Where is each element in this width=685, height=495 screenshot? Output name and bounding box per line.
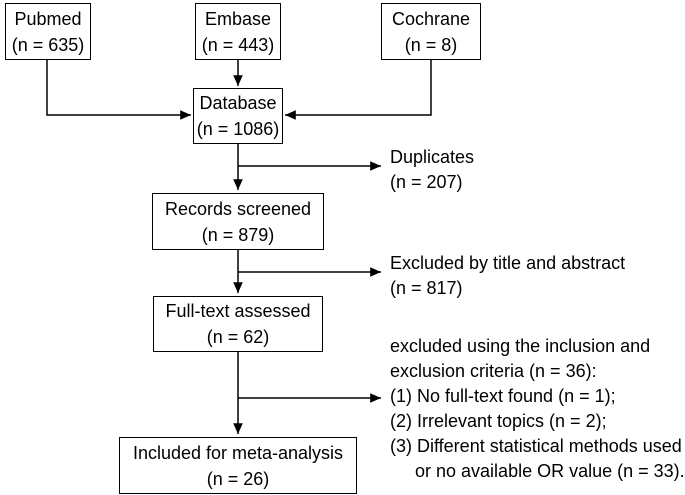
excluded-title-note: Excluded by title and abstract (n = 817) xyxy=(390,251,625,301)
database-box: Database (n = 1086) xyxy=(193,88,283,144)
database-label: Database xyxy=(199,93,277,113)
excluded-criteria-line-1: excluded using the inclusion and xyxy=(390,336,651,356)
excluded-criteria-line-4: (2) Irrelevant topics (n = 2); xyxy=(390,411,607,431)
records-screened-label: Records screened xyxy=(164,198,312,219)
cochrane-count: (n = 8) xyxy=(404,34,458,55)
excluded-title-count: (n = 817) xyxy=(390,278,463,298)
pubmed-label: Pubmed xyxy=(14,8,82,29)
excluded-criteria-note: excluded using the inclusion and exclusi… xyxy=(390,334,685,484)
fulltext-label: Full-text assessed xyxy=(165,301,311,321)
records-screened-count: (n = 879) xyxy=(201,224,275,245)
excluded-title-label: Excluded by title and abstract xyxy=(390,253,626,273)
database-count: (n = 1086) xyxy=(196,119,280,139)
cochrane-box: Cochrane (n = 8) xyxy=(381,3,481,60)
excluded-criteria-line-5: (3) Different statistical methods used xyxy=(390,436,682,456)
embase-box: Embase (n = 443) xyxy=(195,3,281,60)
excluded-criteria-line-2: exclusion criteria (n = 36): xyxy=(390,361,597,381)
arrow-pubmed-to-database xyxy=(46,60,191,120)
pubmed-box: Pubmed (n = 635) xyxy=(5,3,91,60)
included-box: Included for meta-analysis (n = 26) xyxy=(119,437,357,494)
duplicates-label: Duplicates xyxy=(390,147,475,167)
included-label: Included for meta-analysis xyxy=(132,442,344,463)
embase-label: Embase xyxy=(204,8,272,29)
fulltext-box: Full-text assessed (n = 62) xyxy=(153,296,323,352)
records-screened-box: Records screened (n = 879) xyxy=(152,193,324,250)
cochrane-label: Cochrane xyxy=(391,8,471,29)
duplicates-note: Duplicates (n = 207) xyxy=(390,145,474,195)
excluded-criteria-line-6: or no available OR value (n = 33). xyxy=(390,461,685,481)
arrow-cochrane-to-database xyxy=(285,60,432,120)
duplicates-count: (n = 207) xyxy=(390,172,463,192)
included-count: (n = 26) xyxy=(206,468,270,489)
fulltext-count: (n = 62) xyxy=(206,327,270,347)
pubmed-count: (n = 635) xyxy=(11,34,85,55)
excluded-criteria-line-3: (1) No full-text found (n = 1); xyxy=(390,386,616,406)
embase-count: (n = 443) xyxy=(201,34,275,55)
